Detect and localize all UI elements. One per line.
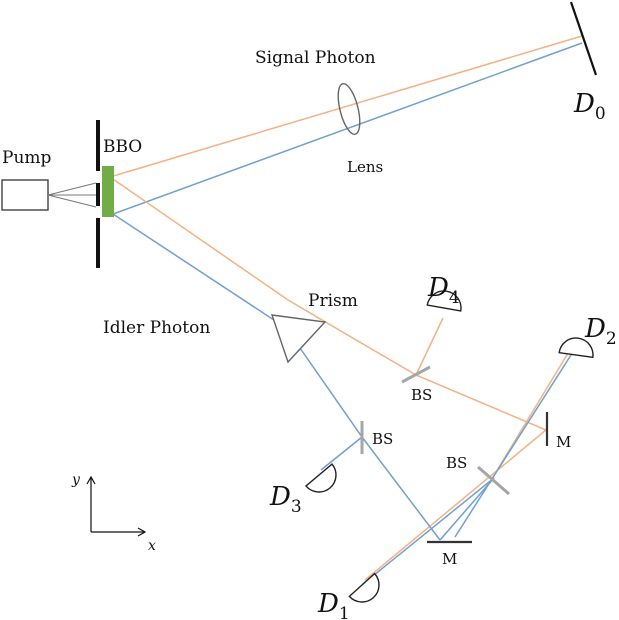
x-axis-label: x [148,538,156,554]
prism-label: Prism [308,291,358,311]
x-axis-arrow-icon [137,527,147,537]
detector-d2-label: D2 [584,314,617,349]
detector-d0-screen [569,1,598,76]
pump-source: Pump [1,148,100,211]
beam-splitter-left-label: BS [372,430,393,448]
beam-splitter-right [477,465,510,496]
signal-beam-orange [109,35,583,178]
bbo-crystal [102,166,114,217]
prism [270,314,327,364]
mirror-right-label: M [556,433,571,451]
detector-d2: D2 [558,314,617,359]
detector-d1-icon [348,572,380,603]
detector-d4-label: D4 [427,273,460,308]
mirror-to-d1-beam [439,477,495,541]
bbo-label: BBO [103,137,142,157]
y-axis-arrow-icon [86,475,96,485]
detector-d4: D4 [426,273,462,312]
detector-d0-label: D0 [573,89,606,124]
bs-to-d1-beam-blue [362,477,495,585]
idler-beam-blue [112,213,441,541]
idler-photon-label: Idler Photon [103,318,210,338]
mirror-bottom-label: M [442,550,457,568]
signal-photon-label: Signal Photon [255,48,376,68]
beam-splitter-upper-label: BS [411,386,432,404]
pump-ray-top [47,182,97,196]
bs-to-d3-beam [320,436,363,471]
detector-d2-icon [558,337,594,359]
detector-d1: D1 [317,572,380,620]
detector-d3-icon [304,463,337,493]
detector-d4-icon [426,290,462,312]
beam-splitter-right-label: BS [446,454,467,472]
lens [337,82,361,136]
pump-ray-bottom [47,194,97,208]
detector-d1-label: D1 [317,589,350,620]
pump-label: Pump [2,148,52,168]
bs-to-d2-beam-blue [454,343,579,538]
lens-label: Lens [347,158,383,176]
idler-beam-orange [109,176,548,581]
y-axis-label: y [71,472,81,488]
bs-to-d4-beam [415,317,444,376]
pump-laser-box [1,179,49,211]
detector-d3-label: D3 [269,482,302,517]
detector-d3: D3 [269,463,337,517]
beam-splitter-upper [401,365,431,384]
coordinate-axes [86,475,147,537]
